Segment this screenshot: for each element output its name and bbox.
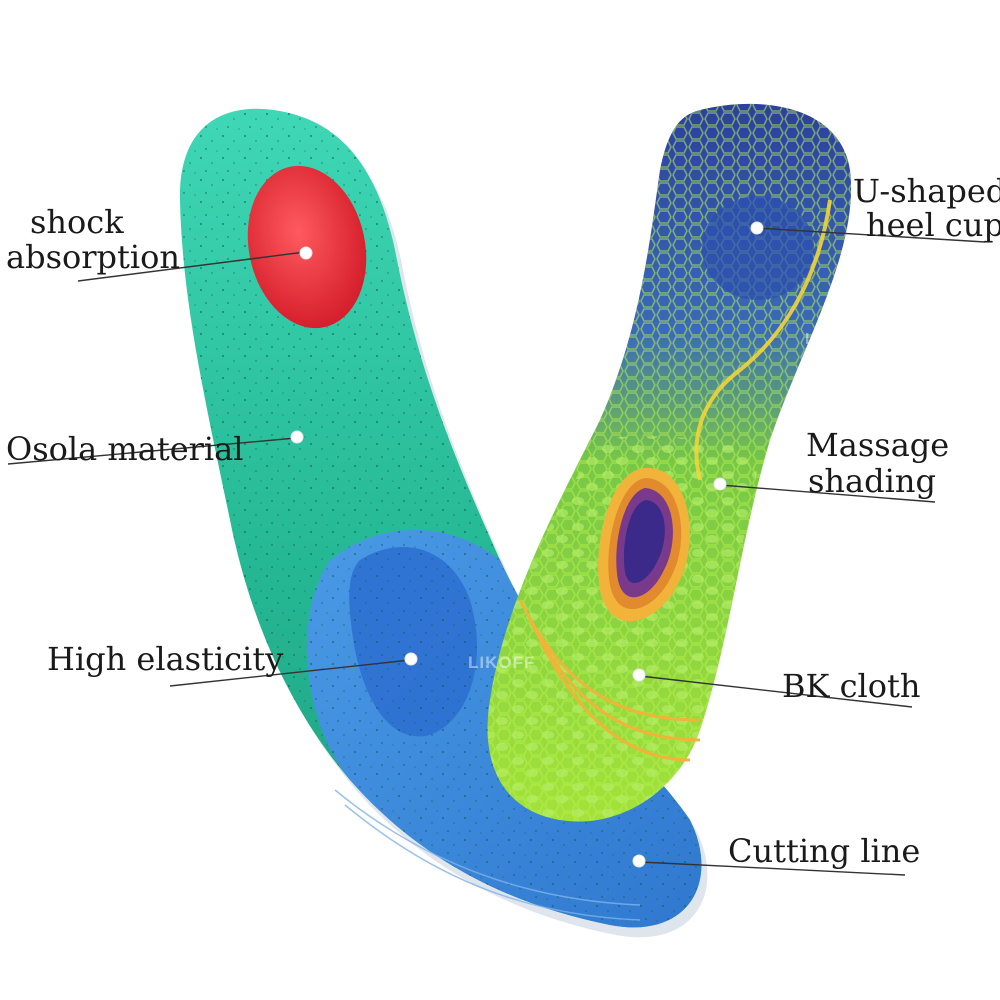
label-high-elasticity: High elasticity <box>47 640 284 678</box>
right-insole <box>487 103 852 822</box>
watermark-center: LIKOFF <box>468 653 535 672</box>
label-u-shaped-line2: heel cup <box>866 206 1000 244</box>
callout-dot <box>404 652 418 666</box>
label-bk-cloth: BK cloth <box>782 667 921 705</box>
callout-dot <box>750 221 764 235</box>
callout-shock-absorption <box>77 246 313 282</box>
callout-high-elasticity <box>169 652 418 687</box>
callout-cutting-line <box>632 854 906 876</box>
right-insole-bubble-texture <box>487 436 760 822</box>
label-massage-shading-line2: shading <box>808 462 936 500</box>
massage-flow-line <box>694 199 832 481</box>
callout-bk-cloth <box>632 668 913 708</box>
label-cutting-line: Cutting line <box>728 832 921 870</box>
callout-u-shaped-heel-cup <box>750 221 986 243</box>
right-insole-accent-lines <box>518 599 701 762</box>
label-shock-absorption-line1: shock <box>30 203 124 241</box>
heel-cup-zone <box>702 196 814 300</box>
callout-dot <box>290 430 304 444</box>
label-shock-absorption-line2: absorption <box>6 238 180 276</box>
label-u-shaped-line1: U-shaped <box>853 172 1000 210</box>
callout-osola-material <box>7 430 304 465</box>
callout-dot <box>632 854 646 868</box>
label-massage-shading-line1: Massage <box>806 426 950 464</box>
arch-pad-contours <box>598 467 690 622</box>
watermark-right: LIKOFF <box>805 331 869 348</box>
callout-dot <box>632 668 646 682</box>
label-osola-material: Osola material <box>6 430 244 468</box>
left-insole-cutting-lines <box>334 789 641 921</box>
callout-dot <box>299 246 313 260</box>
callout-dot <box>713 477 727 491</box>
callout-massage-shading <box>713 477 936 503</box>
